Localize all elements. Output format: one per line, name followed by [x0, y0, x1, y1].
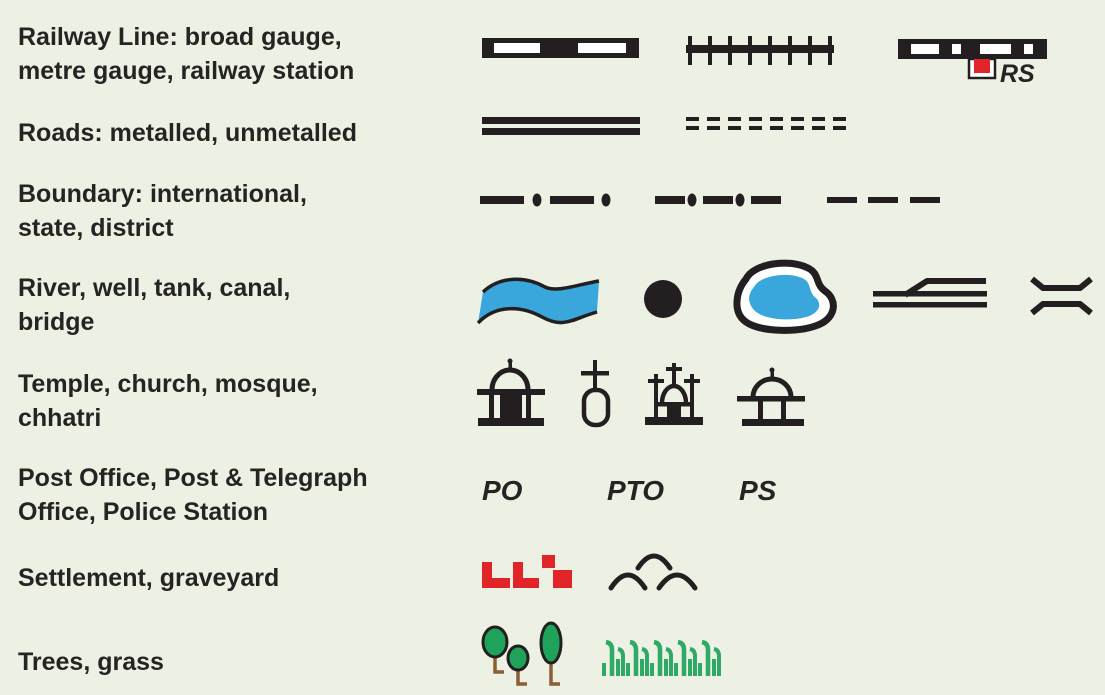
legend-label-postoffice: Post Office, Post & Telegraph Office, Po…	[18, 464, 368, 526]
railway-station-mark: RS	[1000, 60, 1035, 88]
settlement-icon	[482, 555, 572, 588]
river-icon	[476, 277, 600, 325]
legend-label-roads: Roads: metalled, unmetalled	[18, 119, 357, 147]
unmetalled-road-icon	[686, 117, 846, 130]
chhatri-icon	[737, 367, 805, 426]
mosque-icon	[645, 363, 703, 425]
metre-gauge-railway-icon	[686, 36, 834, 65]
state-boundary-icon	[655, 193, 781, 207]
bridge-icon	[1030, 276, 1093, 316]
tank-icon	[733, 259, 837, 334]
legend-label-trees: Trees, grass	[18, 648, 164, 676]
post-telegraph-office-mark: PTO	[607, 475, 665, 506]
district-boundary-icon	[827, 197, 940, 203]
church-icon	[581, 360, 611, 428]
post-office-mark: PO	[482, 475, 523, 506]
trees-icon	[481, 621, 563, 686]
railway-station-icon	[898, 39, 1047, 80]
graveyard-icon	[608, 553, 698, 591]
legend-label-settlement: Settlement, graveyard	[18, 564, 280, 592]
legend-label-river: River, well, tank, canal, bridge	[18, 274, 291, 336]
police-station-mark: PS	[739, 475, 777, 506]
well-icon	[644, 280, 682, 318]
canal-icon	[873, 278, 987, 308]
metalled-road-icon	[482, 117, 640, 135]
legend-label-railway: Railway Line: broad gauge, metre gauge, …	[18, 23, 355, 85]
international-boundary-icon	[480, 193, 611, 207]
temple-icon	[477, 358, 545, 426]
legend-label-temple: Temple, church, mosque, chhatri	[18, 370, 318, 432]
broad-gauge-railway-icon	[482, 38, 639, 58]
grass-icon	[602, 639, 721, 676]
legend-label-boundary: Boundary: international, state, district	[18, 180, 307, 242]
